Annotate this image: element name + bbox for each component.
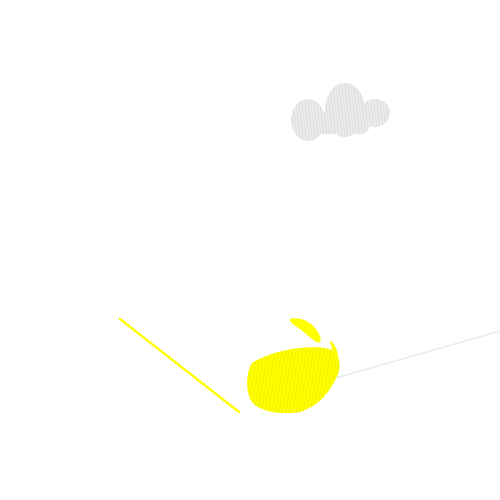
scribble-stroke [301, 347, 317, 414]
scribble-stroke [291, 83, 293, 141]
scribble-stroke [283, 347, 300, 414]
yellow-scribble-blob [211, 318, 358, 420]
yellow-scribble-spout [330, 340, 339, 366]
scribble-stroke [211, 335, 225, 420]
cloud-scribble [275, 80, 406, 145]
scribble-stroke [343, 83, 353, 141]
scribble-stroke [344, 335, 358, 420]
scribble-stroke [294, 347, 310, 414]
scribble-stroke [341, 335, 355, 420]
scribble-stroke [275, 80, 283, 145]
scribble-stroke [297, 347, 314, 414]
scribble-stroke [340, 83, 350, 141]
scribble-stroke [337, 83, 347, 141]
scribble-stroke [334, 83, 344, 141]
scribble-stroke [388, 83, 390, 141]
scribble-stroke [398, 80, 406, 145]
scribble-stroke [304, 347, 321, 414]
yellow-scribble-handle [289, 318, 321, 343]
yellow-diagonal-line [118, 317, 241, 414]
scribble-stroke [287, 347, 303, 414]
scribble-stroke [278, 80, 286, 145]
scribble-stroke [290, 347, 307, 414]
scribble-stroke [280, 347, 296, 414]
scribble-stroke [346, 83, 356, 141]
scribble-stroke [247, 347, 251, 414]
scribble-stroke [281, 80, 289, 145]
scribble-stroke [308, 347, 324, 414]
scribble-stroke [218, 335, 232, 420]
scribble-stroke [331, 83, 341, 141]
scribble-stroke [392, 80, 400, 145]
light-gray-line [314, 330, 500, 385]
scribble-stroke [215, 335, 229, 420]
scribble-stroke [395, 80, 403, 145]
scribble-stroke [229, 335, 243, 420]
